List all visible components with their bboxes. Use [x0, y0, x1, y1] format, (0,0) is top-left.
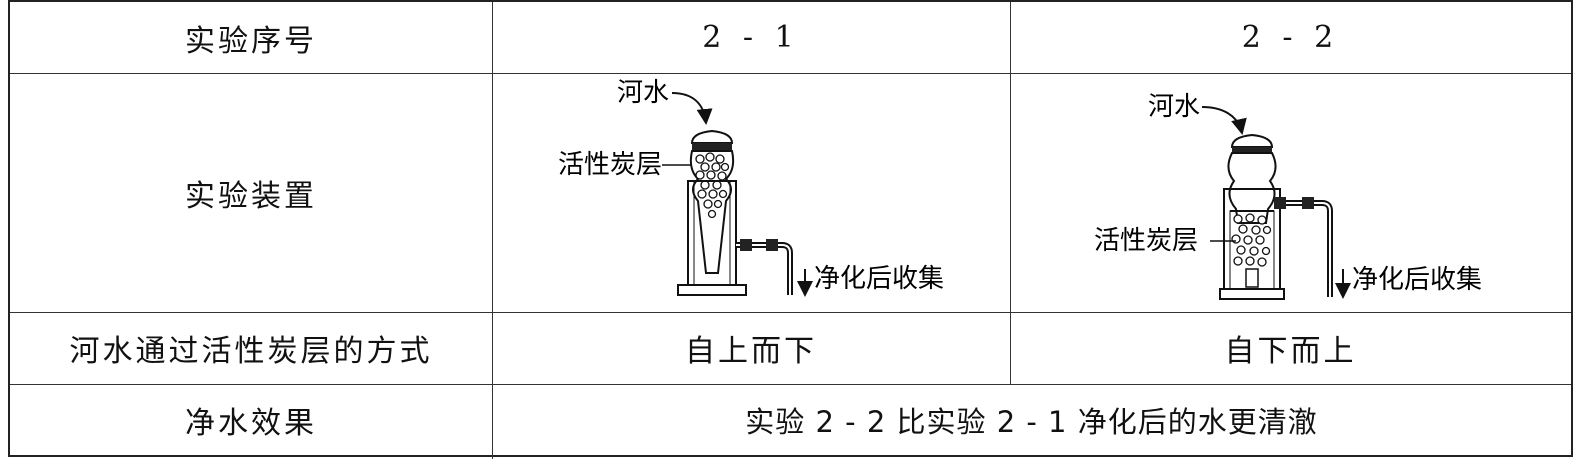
carbon-layer-label: 活性炭层 [1094, 226, 1198, 256]
column-divider [1010, 2, 1011, 384]
row-divider [10, 384, 1571, 385]
collect-label: 净化后收集 [1352, 265, 1482, 295]
base [1219, 288, 1285, 300]
carbon-layer-label: 活性炭层 [558, 150, 662, 180]
method-2-2-value: 自下而上 [1224, 334, 1357, 369]
apparatus-diagram-2-2: 河水 活性炭层 净化后收集 [1094, 92, 1482, 300]
carbon-particles [1231, 213, 1272, 267]
experiment-table: 实验序号 2 - 1 2 - 2 实验装置 河水 活性炭层 [8, 0, 1573, 459]
header-col1-cell: 2 - 1 [492, 2, 1010, 73]
method-label-cell: 河水通过活性炭层的方式 [10, 312, 492, 384]
experiment-2-2-label: 2 - 2 [1241, 20, 1340, 55]
method-col1-cell: 自上而下 [492, 312, 1010, 384]
header-col2-cell: 2 - 2 [1010, 2, 1571, 73]
effect-value: 实验 2 - 2 比实验 2 - 1 净化后的水更清澈 [745, 404, 1318, 439]
method-2-1-value: 自上而下 [685, 334, 817, 369]
collect-label: 净化后收集 [814, 264, 944, 294]
header-label-cell: 实验序号 [10, 2, 492, 73]
experiment-number-label: 实验序号 [185, 23, 317, 59]
apparatus-label-cell: 实验装置 [10, 73, 492, 312]
inflow-arrow [1201, 106, 1247, 135]
row-divider [10, 73, 1571, 74]
effect-label: 净水效果 [185, 405, 317, 441]
method-col2-cell: 自下而上 [1010, 312, 1571, 384]
carbon-particles [695, 152, 730, 219]
row-divider [10, 312, 1571, 313]
top-layer [692, 143, 732, 151]
inflow-arrow [671, 92, 713, 125]
effect-label-cell: 净水效果 [10, 384, 492, 455]
column-divider [492, 2, 493, 459]
river-water-label: 河水 [617, 78, 669, 108]
base [677, 284, 747, 296]
river-water-label: 河水 [1148, 92, 1200, 122]
apparatus-diagram-2-1: 河水 活性炭层 净化后收集 [558, 78, 944, 297]
effect-value-cell: 实验 2 - 2 比实验 2 - 1 净化后的水更清澈 [492, 384, 1571, 455]
apparatus-label: 实验装置 [185, 178, 317, 214]
method-label: 河水通过活性炭层的方式 [69, 334, 433, 369]
experiment-2-1-label: 2 - 1 [702, 20, 800, 55]
